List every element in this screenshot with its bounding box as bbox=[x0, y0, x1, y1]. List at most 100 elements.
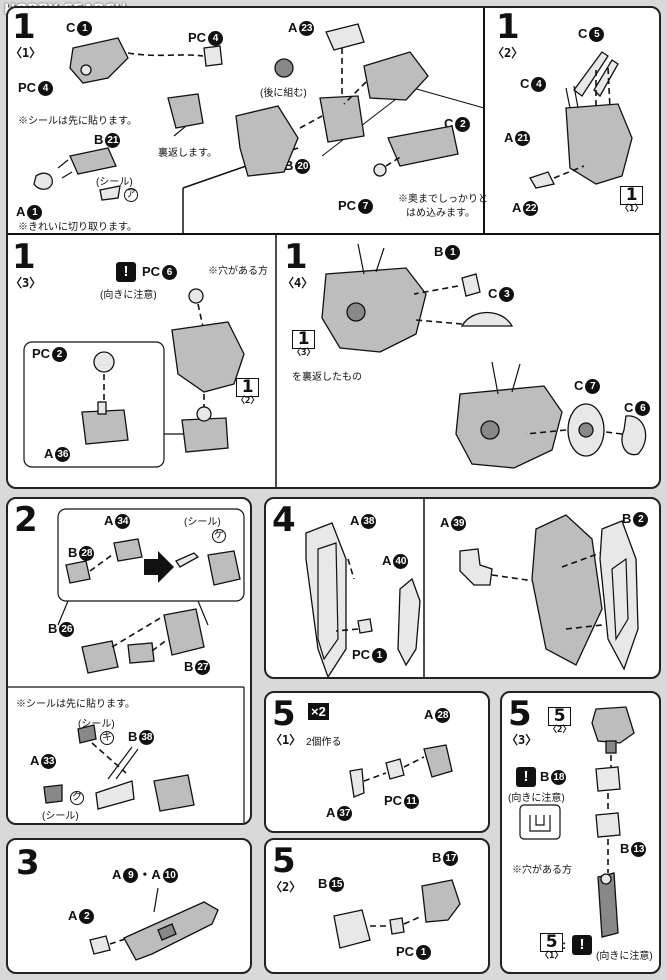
caution-icon: ! bbox=[116, 262, 136, 282]
step5-3-art bbox=[519, 706, 635, 938]
step-number: 5 bbox=[508, 694, 532, 734]
insert-note-1: ※奥までしっかりと bbox=[398, 194, 488, 205]
orientation-note: (向きに注意) bbox=[508, 793, 565, 804]
step-number: 3 bbox=[16, 843, 40, 883]
step-number: 1 bbox=[12, 7, 36, 47]
hole-side-note: ※穴がある方 bbox=[512, 865, 572, 876]
step-reference-2: 5〈1〉 bbox=[540, 932, 564, 961]
step-number: 1 bbox=[12, 237, 36, 277]
seal-label-2: (シール) bbox=[78, 719, 115, 730]
step1-sub4-art bbox=[321, 243, 647, 469]
flipped-note: を裏返したもの bbox=[292, 372, 362, 383]
orientation-note: (向きに注意) bbox=[100, 290, 157, 301]
step-number: 5 bbox=[272, 841, 296, 881]
step1-sub3-art bbox=[23, 288, 245, 468]
colon: : bbox=[562, 937, 567, 952]
insert-note-2: はめ込みます。 bbox=[406, 208, 475, 219]
substep-label: 〈2〉 bbox=[270, 880, 302, 894]
step-number: 2 bbox=[14, 500, 38, 540]
cut-note: ※きれいに切り取ります。 bbox=[18, 222, 137, 233]
substep-label: 〈2〉 bbox=[492, 46, 524, 60]
hole-side-note: ※穴がある方 bbox=[208, 266, 268, 277]
seal-code-a: ア bbox=[124, 188, 138, 202]
step3-art bbox=[89, 887, 219, 961]
orientation-note-2: (向きに注意) bbox=[596, 951, 653, 962]
seal-first-note: ※シールは先に貼ります。 bbox=[16, 699, 135, 710]
step2-art bbox=[8, 508, 245, 823]
substep-label: 〈3〉 bbox=[506, 733, 538, 747]
assemble-later-note: (後に組む) bbox=[260, 88, 307, 99]
caution-icon-2: ! bbox=[572, 935, 592, 955]
step-reference: 1〈2〉 bbox=[236, 377, 260, 406]
step-number: 5 bbox=[272, 694, 296, 734]
step-number: 4 bbox=[272, 500, 296, 540]
step5-1-art bbox=[349, 744, 453, 798]
seal-code-ku: ク bbox=[70, 791, 84, 805]
substep-label: 〈3〉 bbox=[10, 276, 42, 290]
seal-label-3: (シール) bbox=[42, 811, 79, 822]
seal-code-ke: ケ bbox=[212, 529, 226, 543]
seal-label: (シール) bbox=[96, 177, 133, 188]
step5-2-art bbox=[333, 879, 461, 949]
step4-art bbox=[305, 499, 639, 677]
step-number: 1 bbox=[496, 7, 520, 47]
seal-label: (シール) bbox=[184, 517, 221, 528]
caution-icon: ! bbox=[516, 767, 536, 787]
quantity-badge: ×2 bbox=[308, 703, 329, 720]
step-reference: 1〈3〉 bbox=[292, 329, 316, 358]
make-two-note: 2個作る bbox=[306, 737, 342, 748]
step-reference: 5〈2〉 bbox=[548, 706, 572, 735]
substep-label: 〈1〉 bbox=[270, 733, 302, 747]
step1-sub2-art bbox=[529, 51, 633, 189]
seal-code-ki: キ bbox=[100, 731, 114, 745]
substep-label: 〈1〉 bbox=[10, 46, 42, 60]
substep-label: 〈4〉 bbox=[282, 276, 314, 290]
step-number: 1 bbox=[284, 237, 308, 277]
seal-first-note: ※シールは先に貼ります。 bbox=[18, 116, 137, 127]
step-reference: 1〈1〉 bbox=[620, 185, 644, 214]
flip-note: 裏返します。 bbox=[158, 148, 217, 159]
